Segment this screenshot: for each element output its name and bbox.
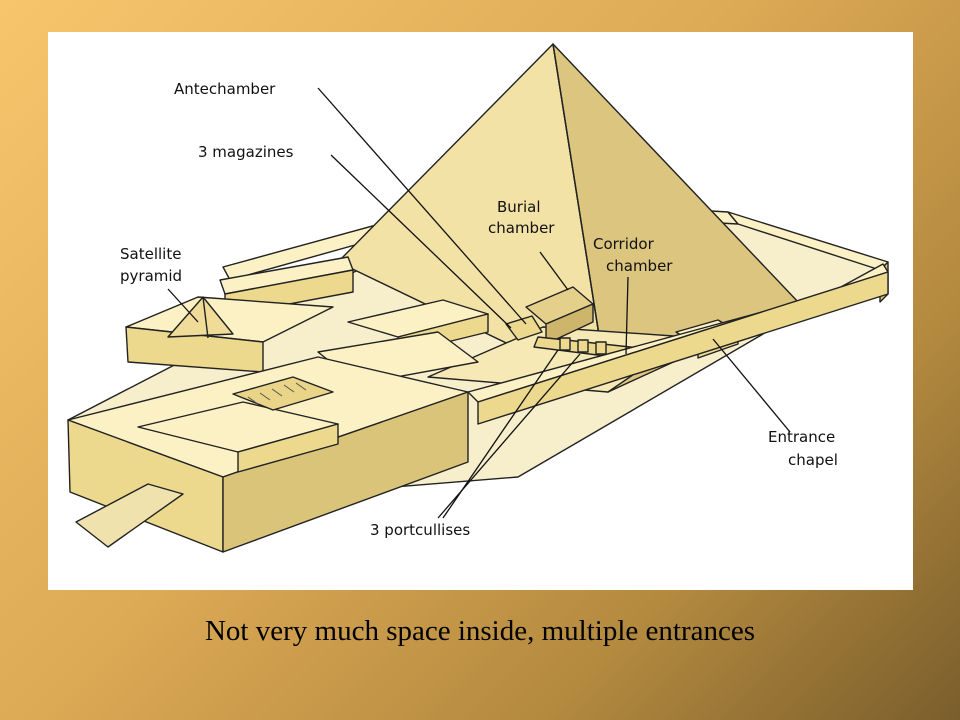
antechamber-leader [317, 87, 527, 325]
front-enclosure-side [222, 391, 469, 553]
causeway [75, 483, 184, 548]
label-entrance-2: chapel [788, 451, 838, 469]
label-burial-1: Burial [497, 198, 541, 216]
label-magazines: 3 magazines [198, 143, 294, 161]
satellite-pyramid [167, 296, 234, 338]
magazines-leader [330, 154, 512, 329]
label-corridor-1: Corridor [593, 235, 655, 253]
corridor-leader [625, 276, 629, 355]
portcullises-leader-2 [442, 349, 559, 519]
portcullis-3 [595, 341, 607, 355]
label-burial-2: chamber [488, 219, 555, 237]
entrance-leader [712, 338, 791, 433]
satellite-leader [167, 288, 199, 323]
label-entrance-1: Entrance [768, 428, 835, 446]
burial-leader [539, 251, 569, 291]
antechamber-box [505, 315, 543, 341]
label-satellite-1: Satellite [120, 245, 181, 263]
label-satellite-2: pyramid [120, 267, 182, 285]
label-antechamber: Antechamber [174, 80, 276, 98]
pyramid-complex-drawing: Antechamber 3 magazines Burial chamber C… [67, 43, 889, 553]
portcullis-1 [559, 337, 571, 351]
slide-caption: Not very much space inside, multiple ent… [204, 615, 756, 647]
temple-colonnade [232, 376, 334, 411]
temple-court-front [237, 423, 339, 473]
label-corridor-2: chamber [606, 257, 673, 275]
pyramid-complex-diagram: Antechamber 3 magazines Burial chamber C… [48, 32, 913, 590]
label-portcullises: 3 portcullises [370, 521, 470, 539]
right-front-wall-face [477, 271, 889, 425]
portcullis-2 [577, 339, 589, 353]
